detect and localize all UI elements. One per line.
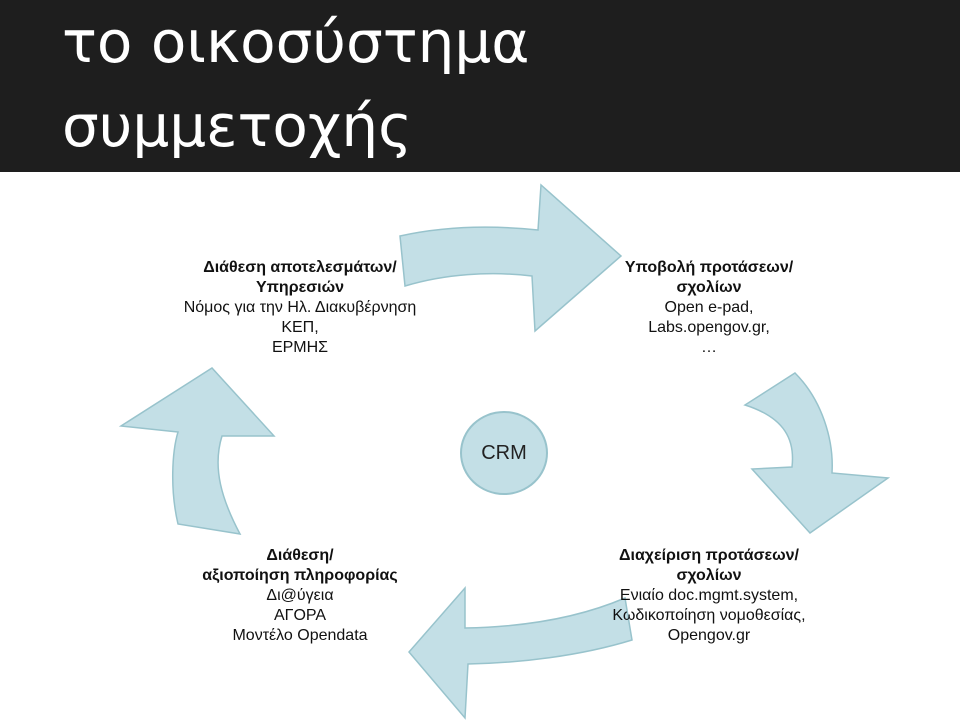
cycle-arrow-bottom [408,586,633,720]
stage-heading: σχολίων [676,567,742,584]
cycle-arrow-left [118,367,276,535]
cycle-arrow-right [743,372,891,534]
stage-heading: Διάθεση/ [266,547,334,564]
stage-submission: Υποβολή προτάσεων/ σχολίων Open e-pad, L… [596,258,822,358]
stage-heading: Διάθεση αποτελεσμάτων/ [203,259,397,276]
stage-heading: σχολίων [676,279,742,296]
stage-heading: Διαχείριση προτάσεων/ [619,547,799,564]
slide-title-line-1: το οικοσύστημα [62,8,530,76]
stage-heading: αξιοποίηση πληροφορίας [202,567,398,584]
cycle-arrow-top [399,183,623,333]
stage-item: ΑΓΟΡΑ [273,607,327,624]
stage-item: ΚΕΠ, [281,319,319,336]
stage-item: Δι@ύγεια [266,587,334,604]
center-node-crm: CRM [460,411,548,495]
stage-item: Μοντέλο Opendata [232,627,368,644]
title-bar: το οικοσύστημα συμμετοχής [0,0,960,172]
stage-heading: Υποβολή προτάσεων/ [624,259,794,276]
stage-item: Labs.opengov.gr, [648,319,770,336]
slide-title-line-2: συμμετοχής [62,92,413,160]
stage-item: Opengov.gr [667,627,751,644]
stage-item: Ενιαίο doc.mgmt.system, [619,587,799,604]
stage-item: ΕΡΜΗΣ [271,339,329,356]
stage-item: … [701,339,717,356]
stage-availability-info: Διάθεση/ αξιοποίηση πληροφορίας Δι@ύγεια… [180,546,420,646]
stage-item: Κωδικοποίηση νομοθεσίας, [612,607,806,624]
stage-item: Νόμος για την Ηλ. Διακυβέρνηση [183,299,417,316]
stage-results-services: Διάθεση αποτελεσμάτων/ Υπηρεσιών Νόμος γ… [150,258,450,358]
stage-management: Διαχείριση προτάσεων/ σχολίων Ενιαίο doc… [577,546,841,646]
stage-heading: Υπηρεσιών [256,279,344,296]
stage-item: Open e-pad, [664,299,754,316]
